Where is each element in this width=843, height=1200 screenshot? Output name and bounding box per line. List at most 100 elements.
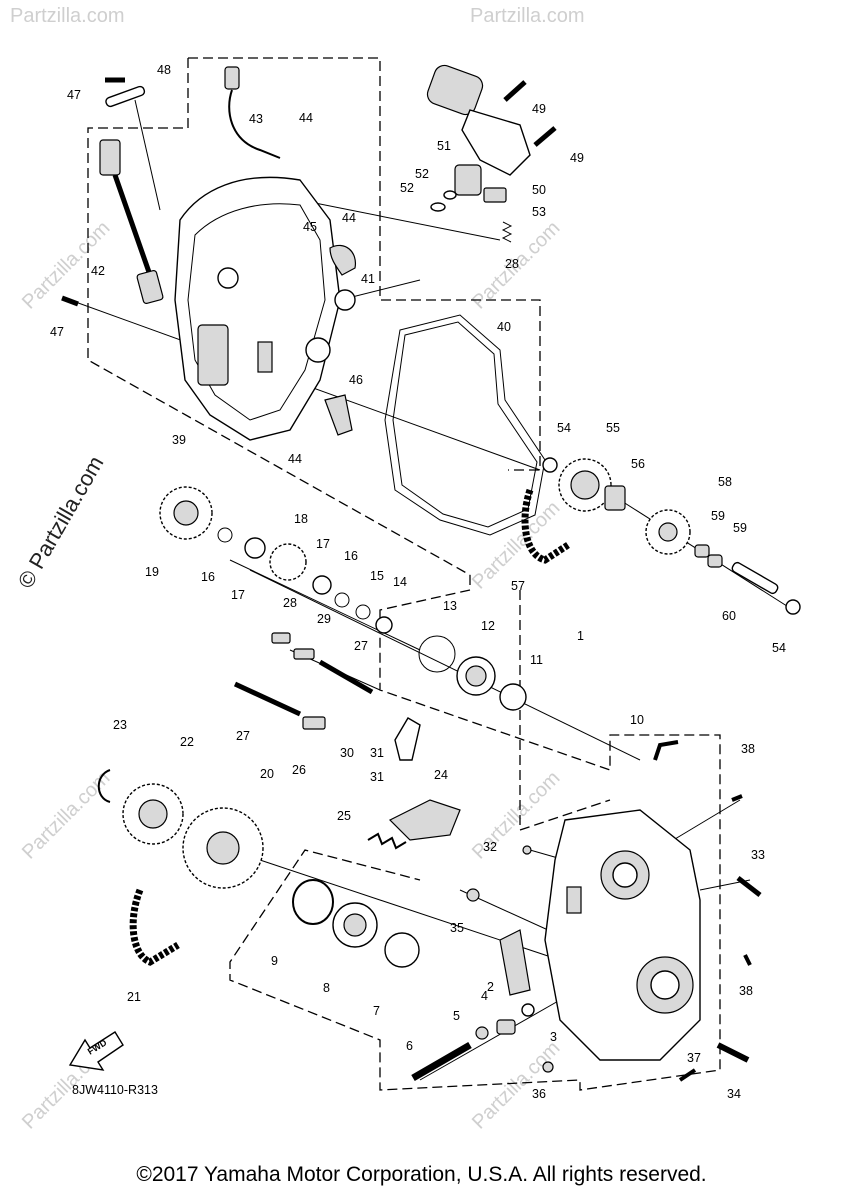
- callout: 48: [157, 63, 171, 77]
- callout: 44: [288, 452, 302, 466]
- gear-hub-58: [658, 522, 678, 542]
- callout: 56: [631, 457, 645, 471]
- washer-part-14: [375, 616, 393, 634]
- callout: 37: [687, 1051, 701, 1065]
- seal-part-7: [384, 932, 420, 968]
- ring-part-15: [355, 604, 371, 620]
- callout: 50: [532, 183, 546, 197]
- callout: 55: [606, 421, 620, 435]
- gear-part-18: [269, 543, 307, 581]
- callout: 22: [180, 735, 194, 749]
- wire-connector-part: [224, 66, 281, 159]
- callout: 52: [400, 181, 414, 195]
- bracket-part-2: [499, 929, 531, 996]
- callout: 57: [511, 579, 525, 593]
- callout: 11: [530, 653, 543, 667]
- bearing-inner-12: [465, 665, 487, 687]
- callout: 15: [370, 569, 384, 583]
- callout: 28: [283, 596, 297, 610]
- callout: 39: [172, 433, 186, 447]
- spring-28-top: [501, 221, 513, 243]
- plug-part-35: [466, 888, 480, 902]
- shaft-part-27: [318, 659, 374, 695]
- bolt-part-49: [503, 80, 527, 102]
- callout: 3: [550, 1030, 557, 1044]
- callout: 54: [557, 421, 571, 435]
- ring-part-16b: [334, 592, 350, 608]
- bracket-53: [483, 187, 507, 203]
- sleeve-part: [430, 164, 482, 212]
- callout: 51: [437, 139, 451, 153]
- sensor-part: [99, 139, 164, 305]
- callout: 2: [487, 980, 494, 994]
- callout: 28: [505, 257, 519, 271]
- callout: 24: [434, 768, 448, 782]
- callout: 45: [303, 220, 317, 234]
- callout: 52: [415, 167, 429, 181]
- shaft-part-27b: [233, 681, 302, 717]
- bolt-part-38b: [743, 954, 752, 966]
- callout: 5: [453, 1009, 460, 1023]
- bolt-part-38: [731, 794, 743, 802]
- callout: 18: [294, 512, 308, 526]
- watermark-main: © Partzilla.com: [13, 452, 109, 593]
- fork-part-30: [394, 717, 421, 761]
- spring-part-25: [367, 832, 407, 850]
- plug-part-36: [542, 1061, 554, 1073]
- gear-hub-22: [138, 799, 168, 829]
- cover-part-45: [329, 244, 357, 276]
- chain-part-57: [521, 488, 570, 564]
- callout: 44: [342, 211, 356, 225]
- callout: 42: [91, 264, 105, 278]
- main-case: [544, 809, 701, 1061]
- callout: 41: [361, 272, 375, 286]
- spring-part-28: [271, 632, 291, 644]
- bushing-part-59b: [707, 554, 723, 568]
- assembly-boundaries: [87, 57, 721, 1091]
- part-56: [604, 485, 626, 511]
- ring-part-9: [292, 879, 334, 925]
- callout: 59: [733, 521, 747, 535]
- callout: 21: [127, 990, 141, 1004]
- callout: 58: [718, 475, 732, 489]
- callout: 38: [741, 742, 755, 756]
- sprocket-hub-55: [570, 470, 600, 500]
- gear-hub-20: [206, 831, 240, 865]
- fwd-arrow: FWD: [68, 1031, 124, 1071]
- washer-part-54b: [785, 599, 801, 615]
- callout: 60: [722, 609, 736, 623]
- callout: 43: [249, 112, 263, 126]
- callout: 33: [751, 848, 765, 862]
- stopper-part-24: [388, 799, 461, 841]
- copyright-footer: ©2017 Yamaha Motor Corporation, U.S.A. A…: [136, 1163, 707, 1186]
- callout: 12: [481, 619, 495, 633]
- callout: 9: [271, 954, 278, 968]
- callout: 30: [340, 746, 354, 760]
- callout: 17: [231, 588, 245, 602]
- callout: 23: [113, 718, 127, 732]
- callout: 35: [450, 921, 464, 935]
- callout: 20: [260, 767, 274, 781]
- callout: 31: [370, 746, 384, 760]
- callout: 10: [630, 713, 644, 727]
- callout: 47: [67, 88, 81, 102]
- bolt-part-34: [716, 1042, 750, 1063]
- crankcase-cover: [174, 176, 341, 441]
- seal-part-11: [499, 683, 527, 711]
- callout: 4: [481, 989, 488, 1003]
- callout: 17: [316, 537, 330, 551]
- watermark: Partzilla.com: [470, 5, 584, 27]
- bolt-part-33: [736, 876, 762, 897]
- callout: 46: [349, 373, 363, 387]
- circlip-part-13: [418, 635, 456, 673]
- callout: 49: [532, 102, 546, 116]
- callout: 29: [317, 612, 331, 626]
- circlip-part-23: [97, 769, 111, 803]
- callout: 32: [483, 840, 497, 854]
- callout: 6: [406, 1039, 413, 1053]
- pin-part-29: [293, 648, 315, 660]
- callout: 8: [323, 981, 330, 995]
- chain-part-21: [129, 888, 180, 966]
- plate-part: [105, 85, 146, 108]
